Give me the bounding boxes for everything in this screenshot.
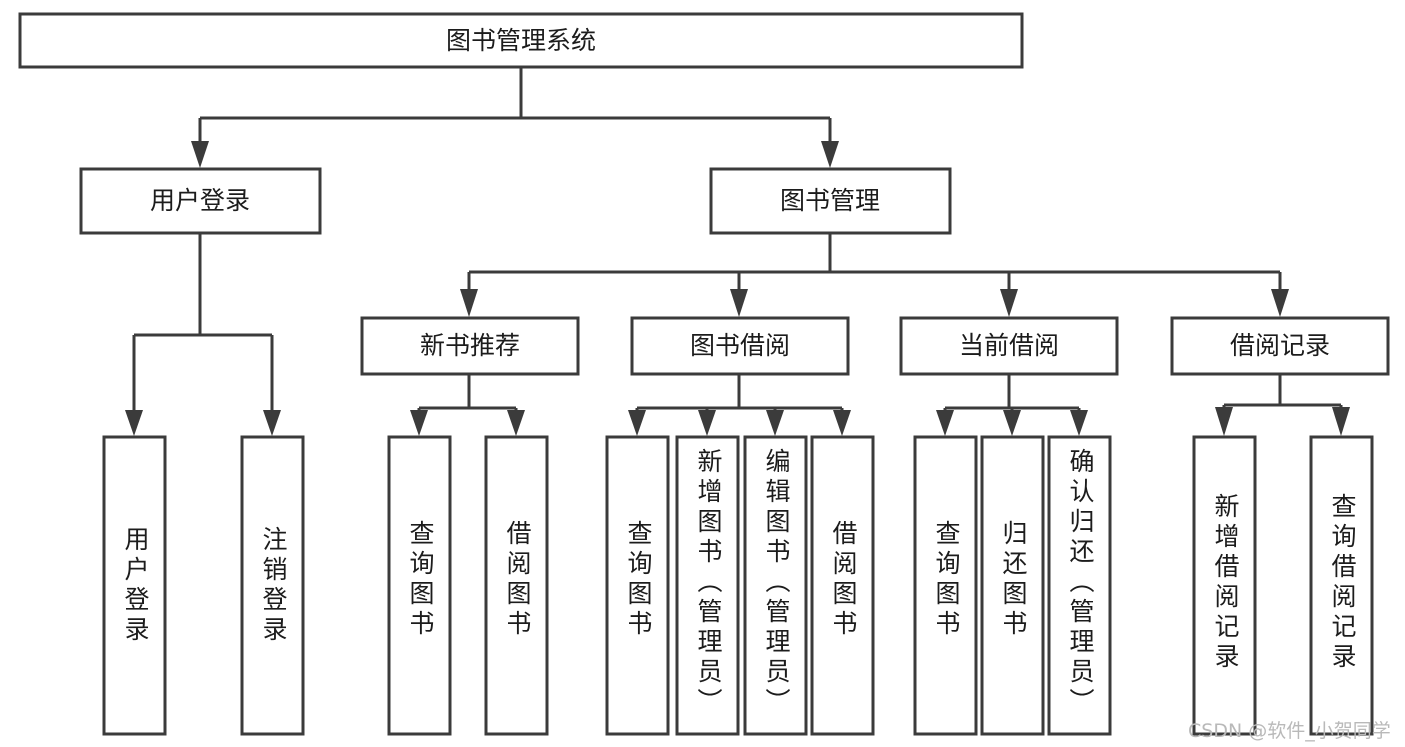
- node-leaf-borrow-book-1-box[interactable]: [484, 435, 549, 736]
- arrow-to-leaf-return-book: [1003, 410, 1021, 436]
- node-leaf-borrow-book-2[interactable]: 借阅图书: [810, 435, 875, 736]
- node-leaf-edit-book[interactable]: 编辑图书（管理员）: [743, 435, 808, 736]
- node-leaf-query-book-1-label: 查询图书: [406, 520, 435, 640]
- node-leaf-user-login[interactable]: 用户登录: [102, 435, 167, 736]
- arrow-to-leaf-query-book-2: [628, 410, 646, 436]
- node-leaf-logout-label: 注销登录: [259, 526, 288, 646]
- connector-layer: [125, 67, 1350, 436]
- arrow-to-current-borrow: [1000, 289, 1018, 317]
- node-user-login-label: 用户登录: [150, 186, 250, 215]
- node-leaf-add-book-box[interactable]: [675, 435, 740, 736]
- arrow-to-user-login: [191, 141, 209, 168]
- node-root-box[interactable]: [18, 12, 1024, 69]
- arrow-to-leaf-add-book: [698, 410, 716, 436]
- node-user-login-box[interactable]: [79, 167, 322, 235]
- node-leaf-query-book-2[interactable]: 查询图书: [605, 435, 670, 736]
- node-leaf-query-record-box[interactable]: [1309, 435, 1374, 736]
- node-leaf-query-record-label: 查询借阅记录: [1328, 493, 1357, 673]
- arrow-to-leaf-query-record: [1332, 407, 1350, 436]
- node-borrow-record-label: 借阅记录: [1230, 331, 1330, 360]
- node-leaf-borrow-book-2-label: 借阅图书: [829, 520, 858, 640]
- node-leaf-query-book-1-box[interactable]: [387, 435, 452, 736]
- node-leaf-borrow-book-1-label: 借阅图书: [503, 520, 532, 640]
- arrow-to-book-manage: [821, 141, 839, 168]
- node-leaf-query-book-3-label: 查询图书: [932, 520, 961, 640]
- arrow-to-leaf-borrow-book-1: [507, 410, 525, 436]
- node-new-book-rec-box[interactable]: [360, 316, 580, 376]
- node-leaf-query-book-2-box[interactable]: [605, 435, 670, 736]
- node-book-borrow-box[interactable]: [630, 316, 850, 376]
- node-leaf-user-login-label: 用户登录: [121, 526, 150, 646]
- arrow-to-leaf-user-login: [125, 410, 143, 436]
- node-book-manage-label: 图书管理: [780, 186, 880, 215]
- arrow-to-leaf-logout: [263, 410, 281, 436]
- node-leaf-edit-book-label: 编辑图书（管理员）: [762, 448, 791, 718]
- node-new-book-rec[interactable]: 新书推荐: [360, 316, 580, 376]
- arrow-to-leaf-add-record: [1215, 407, 1233, 436]
- arrow-to-book-borrow: [730, 289, 748, 317]
- node-root-label: 图书管理系统: [446, 26, 596, 55]
- node-leaf-add-book[interactable]: 新增图书（管理员）: [675, 435, 740, 736]
- node-leaf-add-record-box[interactable]: [1192, 435, 1257, 736]
- node-root[interactable]: 图书管理系统: [18, 12, 1024, 69]
- arrow-to-borrow-record: [1271, 289, 1289, 317]
- node-leaf-return-book-label: 归还图书: [999, 520, 1028, 640]
- node-leaf-query-book-2-label: 查询图书: [624, 520, 653, 640]
- node-new-book-rec-label: 新书推荐: [420, 331, 520, 360]
- arrow-to-leaf-query-book-1: [410, 410, 428, 436]
- node-leaf-borrow-book-1[interactable]: 借阅图书: [484, 435, 549, 736]
- node-leaf-query-book-1[interactable]: 查询图书: [387, 435, 452, 736]
- arrow-to-leaf-query-book-3: [936, 410, 954, 436]
- node-leaf-confirm-return-box[interactable]: [1047, 435, 1112, 736]
- arrow-to-new-book-rec: [460, 289, 478, 317]
- arrow-to-leaf-confirm-return: [1070, 410, 1088, 436]
- node-leaf-return-book[interactable]: 归还图书: [980, 435, 1045, 736]
- node-leaf-return-book-box[interactable]: [980, 435, 1045, 736]
- node-leaf-add-book-label: 新增图书（管理员）: [694, 448, 723, 718]
- node-user-login[interactable]: 用户登录: [79, 167, 322, 235]
- node-leaf-confirm-return[interactable]: 确认归还（管理员）: [1047, 435, 1112, 736]
- node-leaf-query-book-3[interactable]: 查询图书: [913, 435, 978, 736]
- node-leaf-confirm-return-label: 确认归还（管理员）: [1066, 448, 1095, 718]
- node-book-borrow[interactable]: 图书借阅: [630, 316, 850, 376]
- node-leaf-query-record[interactable]: 查询借阅记录: [1309, 435, 1374, 736]
- node-leaf-logout[interactable]: 注销登录: [240, 435, 305, 736]
- node-current-borrow-label: 当前借阅: [959, 331, 1059, 360]
- node-leaf-borrow-book-2-box[interactable]: [810, 435, 875, 736]
- node-book-manage[interactable]: 图书管理: [709, 167, 952, 235]
- node-current-borrow[interactable]: 当前借阅: [899, 316, 1119, 376]
- node-leaf-query-book-3-box[interactable]: [913, 435, 978, 736]
- node-book-manage-box[interactable]: [709, 167, 952, 235]
- node-leaf-user-login-box[interactable]: [102, 435, 167, 736]
- node-borrow-record[interactable]: 借阅记录: [1170, 316, 1390, 376]
- arrow-to-leaf-borrow-book-2: [833, 410, 851, 436]
- node-leaf-add-record-label: 新增借阅记录: [1211, 493, 1240, 673]
- node-leaf-logout-box[interactable]: [240, 435, 305, 736]
- node-current-borrow-box[interactable]: [899, 316, 1119, 376]
- node-leaf-add-record[interactable]: 新增借阅记录: [1192, 435, 1257, 736]
- arrow-to-leaf-edit-book: [766, 410, 784, 436]
- node-leaf-edit-book-box[interactable]: [743, 435, 808, 736]
- node-book-borrow-label: 图书借阅: [690, 331, 790, 360]
- node-borrow-record-box[interactable]: [1170, 316, 1390, 376]
